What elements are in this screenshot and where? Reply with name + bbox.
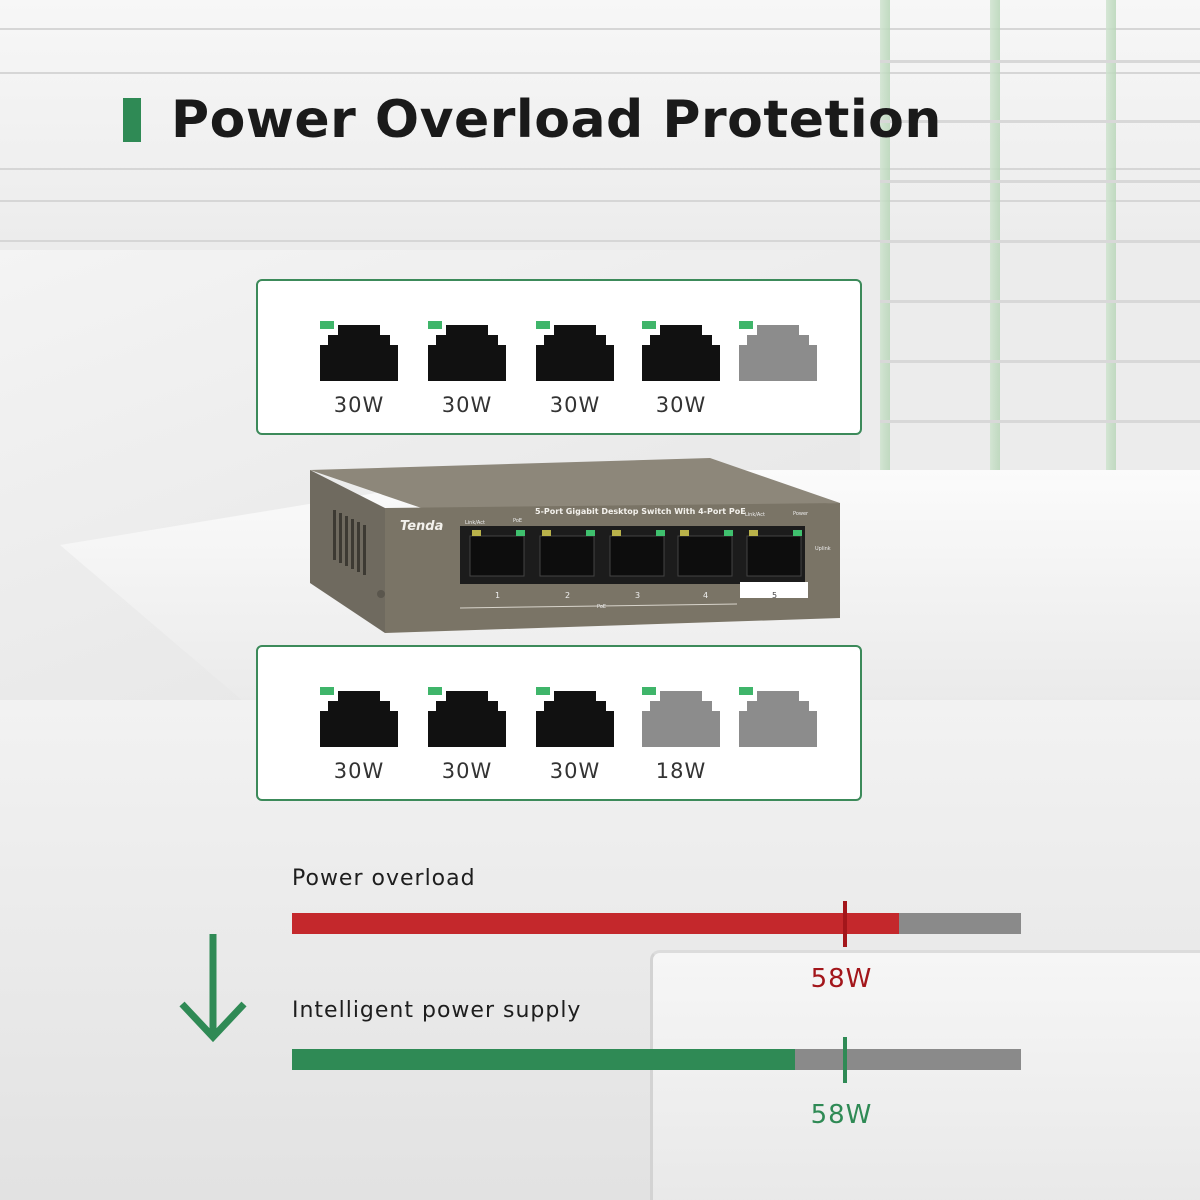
port-led	[536, 687, 550, 695]
device-poe-group-label: PoE	[597, 604, 606, 610]
overload-fill	[292, 913, 900, 934]
port-led	[536, 321, 550, 329]
intelligent-fill	[292, 1049, 795, 1070]
wall-slat	[0, 168, 1200, 170]
overload-track	[292, 901, 1021, 947]
device-port-number: 5	[772, 591, 777, 600]
port-led	[739, 687, 753, 695]
device-port-number: 3	[635, 591, 640, 600]
port-wattage: 30W	[549, 759, 601, 783]
overload-limit-marker	[842, 901, 847, 947]
device-port-1	[469, 530, 525, 577]
intelligent-track	[292, 1037, 1021, 1083]
device-port-number: 1	[495, 591, 500, 600]
device-model-text: 5-Port Gigabit Desktop Switch With 4-Por…	[535, 507, 746, 516]
device-port-5	[746, 530, 802, 577]
port-wattage: 30W	[441, 393, 493, 417]
port-wattage: 30W	[333, 759, 385, 783]
port-wattage: 30W	[441, 759, 493, 783]
device-label-link-act-right: Link/Act	[745, 512, 765, 518]
device-port-number: 4	[703, 591, 708, 600]
foreground-block-right	[650, 950, 1200, 1200]
wall-slat	[0, 240, 1200, 242]
device-port-2	[539, 530, 595, 577]
device-label-link-act: Link/Act	[465, 520, 485, 526]
port-led	[320, 321, 334, 329]
device-label-uplink: Uplink	[815, 546, 831, 552]
intelligent-label: Intelligent power supply	[292, 998, 582, 1023]
port-led	[320, 687, 334, 695]
port-led	[642, 321, 656, 329]
poe-switch-device: Tenda 5-Port Gigabit Desktop Switch With…	[310, 458, 840, 633]
overload-label: Power overload	[292, 866, 476, 891]
port-led	[642, 687, 656, 695]
title-text: Power Overload Protetion	[171, 90, 942, 150]
page-title: Power Overload Protetion	[123, 90, 942, 150]
device-port-3	[609, 530, 665, 577]
device-label-power: Power	[793, 511, 809, 517]
port-panel-top: 30W 30W 30W 30W	[256, 279, 862, 435]
device-brand: Tenda	[400, 519, 443, 534]
port-led	[739, 321, 753, 329]
overload-limit-value: 58W	[810, 964, 873, 994]
port-led	[428, 687, 442, 695]
device-port-number: 2	[565, 591, 570, 600]
port-wattage: 30W	[333, 393, 385, 417]
port-led	[428, 321, 442, 329]
port-panel-bottom: 30W 30W 30W 18W	[256, 645, 862, 801]
device-label-poe: PoE	[513, 518, 522, 524]
window-blind	[880, 0, 1200, 470]
wall-slat	[0, 72, 1200, 74]
port-wattage: 18W	[655, 759, 707, 783]
device-port-4	[677, 530, 733, 577]
down-arrow-icon	[179, 934, 247, 1043]
port-wattage: 30W	[549, 393, 601, 417]
title-accent-bar	[123, 98, 141, 142]
intelligent-limit-marker	[842, 1037, 847, 1083]
wall-slat	[0, 200, 1200, 202]
wall-slat	[0, 28, 1200, 30]
intelligent-limit-value: 58W	[810, 1100, 873, 1130]
port-wattage: 30W	[655, 393, 707, 417]
